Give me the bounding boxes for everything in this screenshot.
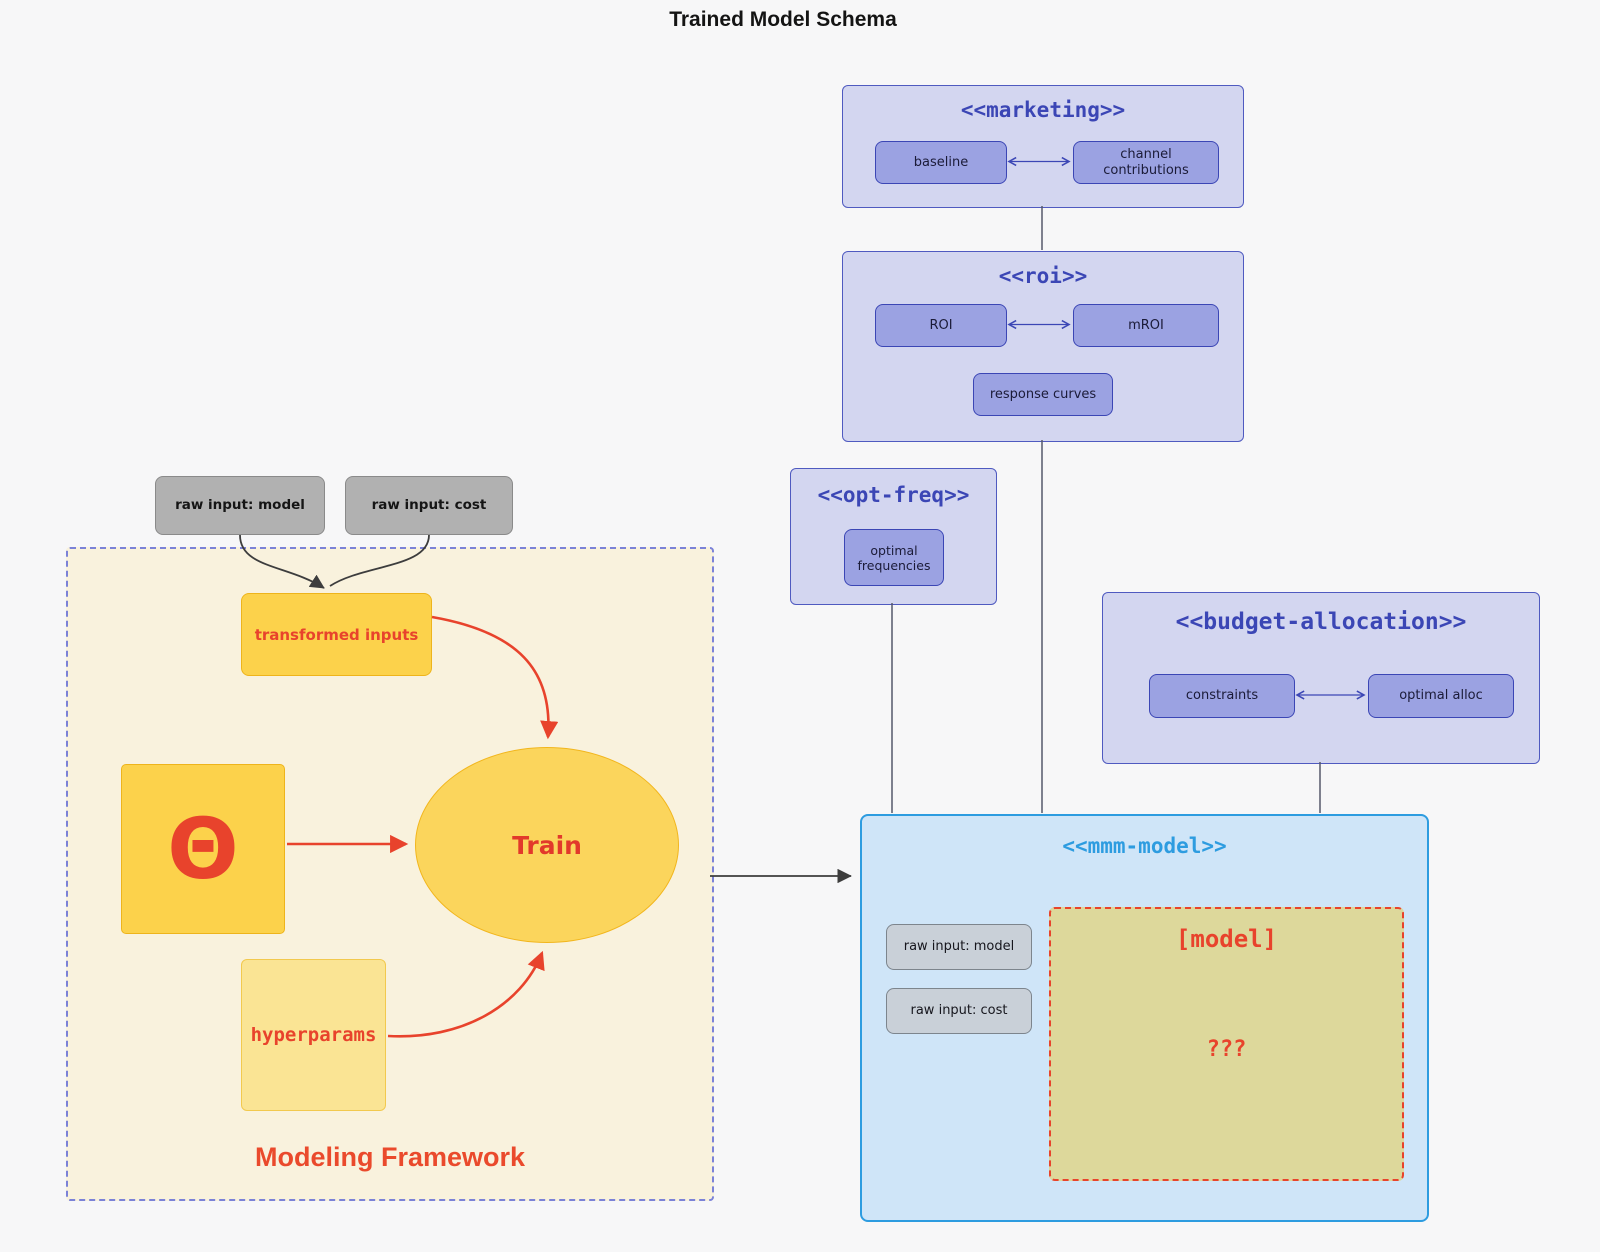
- model-dashed-box: [model] ???: [1049, 907, 1404, 1181]
- cluster-budget-allocation: <<budget-allocation>> constraints optima…: [1102, 592, 1540, 764]
- modeling-framework-label: Modeling Framework: [254, 1142, 526, 1172]
- cluster-marketing: <<marketing>> baseline channel contribut…: [842, 85, 1244, 208]
- node-train-ellipse: Train: [415, 747, 679, 943]
- model-unknown-label: ???: [1206, 1037, 1247, 1062]
- node-mroi: mROI: [1066, 297, 1219, 347]
- cluster-mmm-model-title: <<mmm-model>>: [1062, 834, 1227, 858]
- node-channel-contributions: channel contributions: [1066, 134, 1219, 184]
- cluster-opt-freq-title: <<opt-freq>>: [817, 483, 970, 507]
- cluster-opt-freq: <<opt-freq>> optimal frequencies: [790, 468, 997, 605]
- node-transformed-inputs: transformed inputs: [234, 586, 432, 676]
- model-placeholder-label: [model]: [1175, 925, 1278, 953]
- node-raw-input-cost: raw input: cost: [338, 469, 513, 535]
- cluster-mmm-model: <<mmm-model>> raw input: model raw input…: [860, 814, 1429, 1222]
- node-response-curves: response curves: [966, 366, 1113, 416]
- node-mmm-raw-input-model: raw input: model: [879, 917, 1032, 970]
- node-theta: Θ: [114, 757, 285, 934]
- cluster-budget-allocation-title: <<budget-allocation>>: [1175, 609, 1467, 635]
- node-baseline: baseline: [868, 134, 1007, 184]
- node-hyperparams: hyperparams: [234, 952, 386, 1111]
- node-raw-input-model: raw input: model: [148, 469, 325, 535]
- cluster-marketing-title: <<marketing>>: [960, 98, 1126, 122]
- node-roi: ROI: [868, 297, 1007, 347]
- node-mmm-raw-input-cost: raw input: cost: [879, 981, 1032, 1034]
- diagram-title: Trained Model Schema: [669, 8, 897, 31]
- cluster-roi-title: <<roi>>: [998, 264, 1088, 288]
- node-constraints: constraints: [1142, 667, 1295, 718]
- cluster-roi: <<roi>> ROI mROI response curves: [842, 251, 1244, 442]
- node-optimal-frequencies: optimal frequencies: [837, 522, 944, 586]
- node-optimal-alloc: optimal alloc: [1361, 667, 1514, 718]
